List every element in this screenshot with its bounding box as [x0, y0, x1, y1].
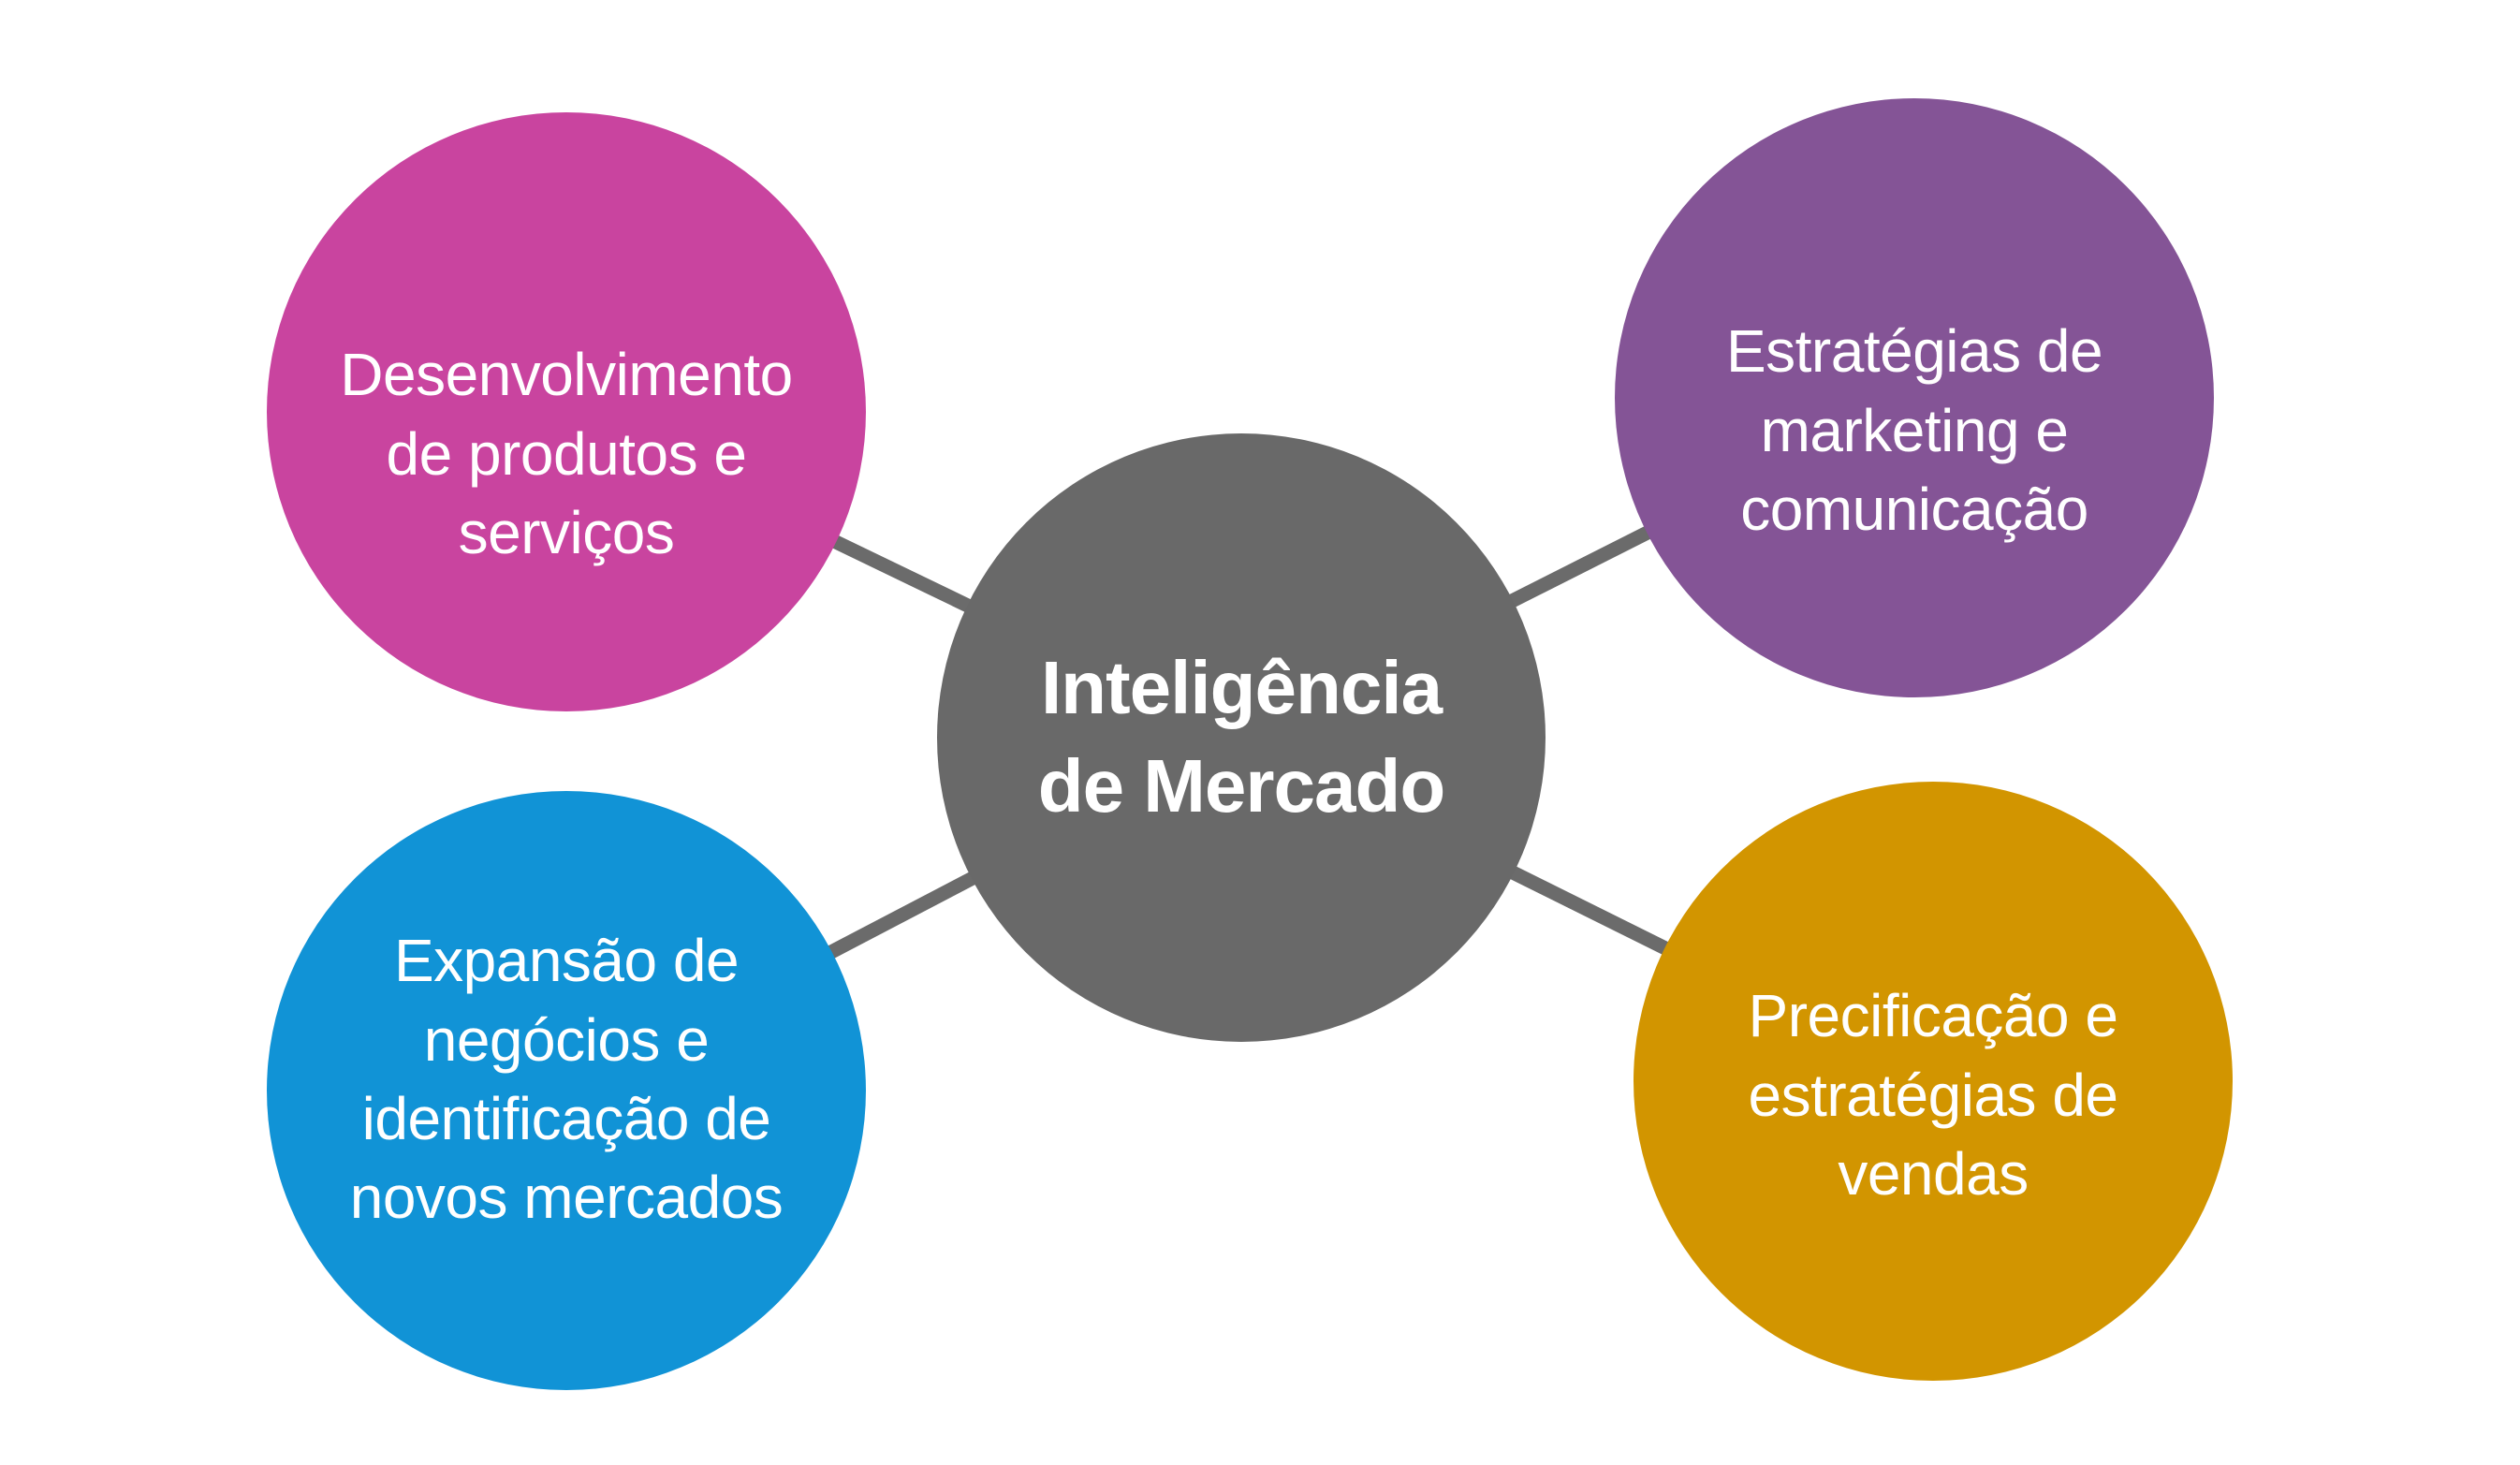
- node-business-expansion: Expansão de negócios e identificação de …: [267, 791, 866, 1390]
- central-node-label: Inteligência de Mercado: [1037, 646, 1446, 828]
- node-pricing-sales: Precificação e estratégias de vendas: [1634, 782, 2233, 1381]
- node-product-development-label: Desenvolvimento de produtos e serviços: [340, 341, 793, 567]
- central-node: Inteligência de Mercado: [937, 433, 1546, 1042]
- node-product-development: Desenvolvimento de produtos e serviços: [267, 112, 866, 711]
- node-pricing-sales-label: Precificação e estratégias de vendas: [1748, 982, 2118, 1209]
- node-marketing-communication-label: Estratégias de marketing e comunicação: [1725, 317, 2103, 544]
- node-marketing-communication: Estratégias de marketing e comunicação: [1615, 98, 2214, 697]
- node-business-expansion-label: Expansão de negócios e identificação de …: [349, 927, 784, 1232]
